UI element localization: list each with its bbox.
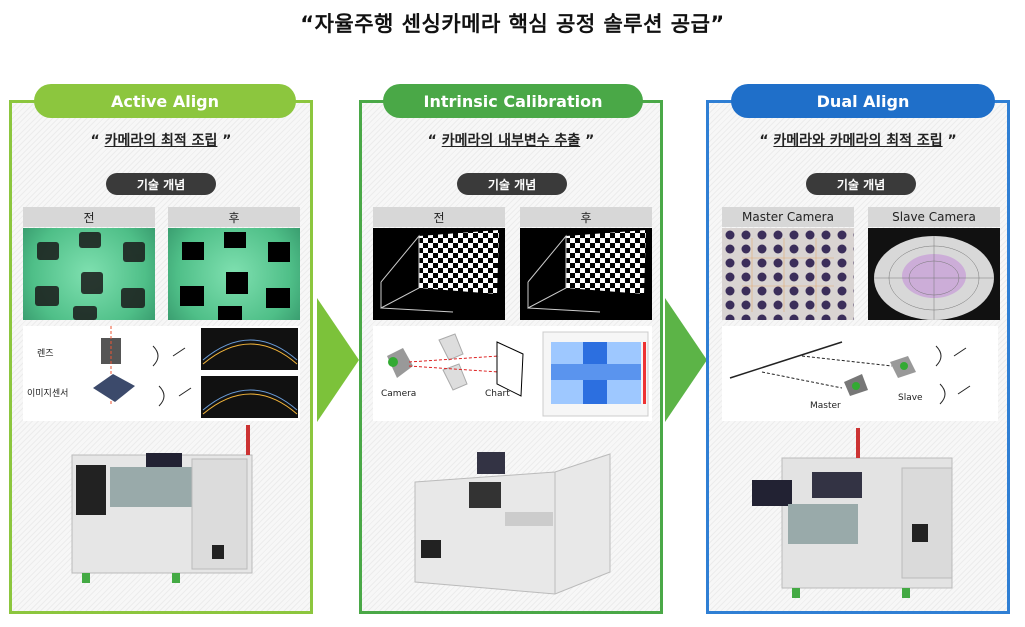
panel-quote-active-align: “ 카메라의 최적 조립 ” (9, 130, 313, 150)
sensor-label: 이미지센서 (27, 388, 68, 399)
quote-close: ” (580, 133, 595, 149)
quote-text: 카메라의 내부변수 추출 (441, 133, 581, 149)
after-image (520, 228, 652, 320)
master-camera-label: Master Camera (722, 207, 854, 227)
slave-camera-label: Slave Camera (868, 207, 1000, 227)
after-label: 후 (168, 207, 300, 227)
before-label: 전 (373, 207, 505, 227)
active-align-machine-image (62, 425, 262, 609)
fisheye-graphic (874, 236, 994, 320)
quote-close: ” (217, 133, 232, 149)
blur-squares-graphic (35, 232, 145, 320)
quote-text: 카메라의 최적 조립 (104, 133, 218, 149)
quote-open: “ (90, 133, 105, 149)
intrinsic-calibration-machine-image (405, 432, 615, 606)
chart-label: Chart (485, 389, 510, 399)
master-label: Master (810, 401, 841, 411)
before-label: 전 (23, 207, 155, 227)
diagram-area: Camera Chart (373, 326, 652, 421)
checkerboard-graphic (527, 230, 646, 313)
panel-title-active-align: Active Align (34, 84, 296, 118)
checkerboard-graphic (380, 230, 499, 313)
quote-open: “ (759, 133, 774, 149)
slave-camera-image (868, 228, 1000, 320)
master-camera-image (722, 228, 854, 320)
quote-open: “ (427, 133, 442, 149)
diagram-area: Master Slave (722, 326, 998, 421)
dot-grid-graphic (722, 228, 854, 320)
quote-close: ” (942, 133, 957, 149)
concept-tag: 기술 개념 (457, 173, 567, 195)
slave-label: Slave (898, 393, 923, 403)
panel-quote-intrinsic-calibration: “ 카메라의 내부변수 추출 ” (359, 130, 663, 150)
before-image (23, 228, 155, 320)
dual-align-machine-image (752, 428, 962, 607)
lens-sensor-diagram: 렌즈 이미지센서 (27, 326, 298, 418)
panel-title-intrinsic-calibration: Intrinsic Calibration (383, 84, 643, 118)
page-title: “자율주행 센싱카메라 핵심 공정 솔루션 공급” (300, 12, 725, 36)
before-image (373, 228, 505, 320)
camera-chart-diagram: Camera Chart (381, 331, 649, 417)
panel-quote-dual-align: “ 카메라와 카메라의 최적 조립 ” (706, 130, 1010, 150)
concept-tag: 기술 개념 (106, 173, 216, 195)
camera-label: Camera (381, 389, 416, 399)
lens-label: 렌즈 (37, 348, 54, 359)
panel-title-dual-align: Dual Align (731, 84, 995, 118)
concept-tag: 기술 개념 (806, 173, 916, 195)
after-image (168, 228, 300, 320)
arrow-right-icon (665, 298, 707, 422)
sharp-squares-graphic (180, 232, 290, 320)
diagram-area: 렌즈 이미지센서 (23, 326, 300, 421)
arrow-right-icon (317, 298, 359, 422)
quote-text: 카메라와 카메라의 최적 조립 (773, 133, 943, 149)
dual-camera-diagram: Master Slave (729, 341, 971, 411)
after-label: 후 (520, 207, 652, 227)
